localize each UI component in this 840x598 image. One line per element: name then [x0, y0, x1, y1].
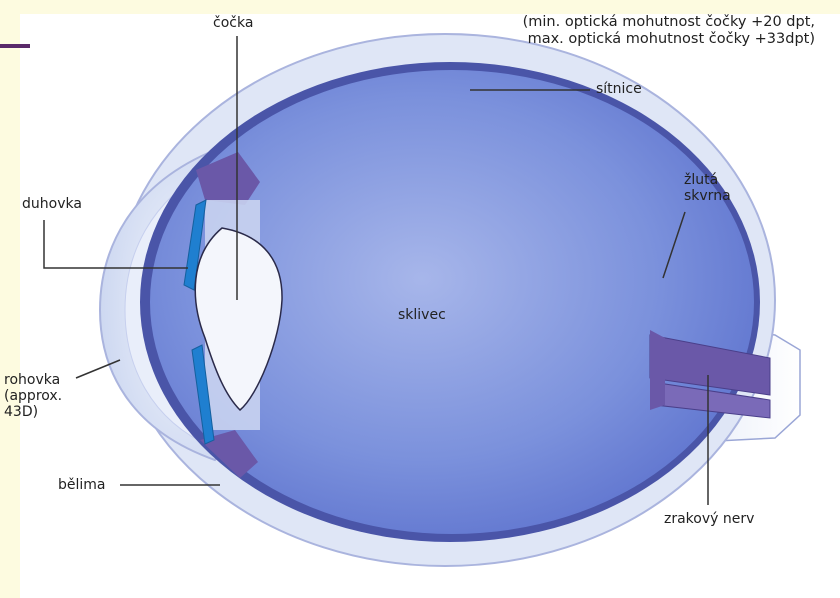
optic-nerve-head — [650, 330, 665, 410]
label-sitnice: sítnice — [596, 81, 642, 97]
label-zrakovy-nerv: zrakový nerv — [664, 511, 754, 527]
label-zluta-line1: žlutá — [684, 172, 718, 188]
label-rohovka-line3: 43D) — [4, 404, 38, 420]
label-duhovka: duhovka — [22, 196, 82, 212]
label-belima: bělima — [58, 477, 106, 493]
label-zluta-line2: skvrna — [684, 188, 731, 204]
label-rohovka-line2: (approx. — [4, 388, 62, 404]
label-cocka: čočka — [213, 15, 253, 31]
label-rohovka-line1: rohovka — [4, 372, 60, 388]
note-min-power: (min. optická mohutnost čočky +20 dpt, — [523, 14, 815, 30]
note-max-power: max. optická mohutnost čočky +33dpt) — [528, 31, 815, 47]
label-sklivec: sklivec — [398, 307, 446, 323]
